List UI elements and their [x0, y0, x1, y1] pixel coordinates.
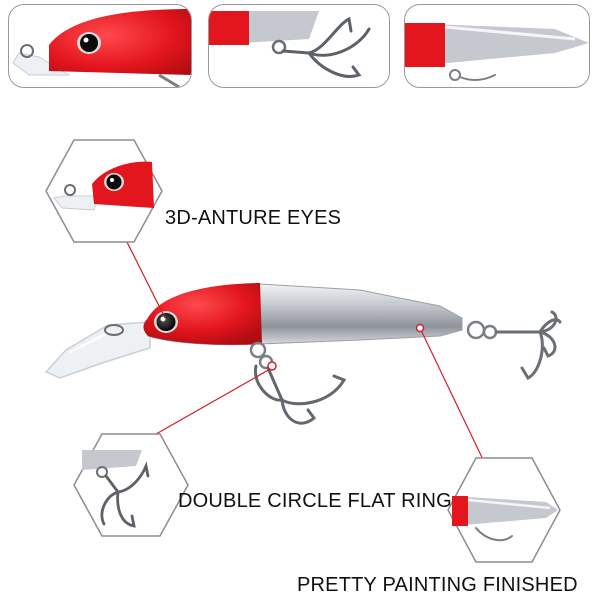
belly-treble-hook — [253, 364, 347, 425]
hexagon-paint-thumbnail — [447, 457, 561, 563]
detail-panel-hook — [208, 4, 390, 88]
tail-treble-hook — [494, 310, 562, 380]
detail-panel-paint — [404, 4, 590, 88]
lure-lip — [44, 321, 151, 379]
callout-label-paint: PRETTY PAINTING FINISHED — [297, 574, 578, 596]
hexagon-ring-thumbnail — [73, 433, 189, 537]
pointer-dot-ring — [267, 361, 277, 371]
hexagon-eyes-thumbnail — [45, 139, 163, 243]
detail-panel-head — [8, 4, 192, 88]
callout-label-ring: DOUBLE CIRCLE FLAT RING — [178, 490, 452, 512]
callout-label-eyes: 3D-ANTURE EYES — [165, 207, 342, 229]
pointer-dot-paint — [415, 323, 425, 333]
